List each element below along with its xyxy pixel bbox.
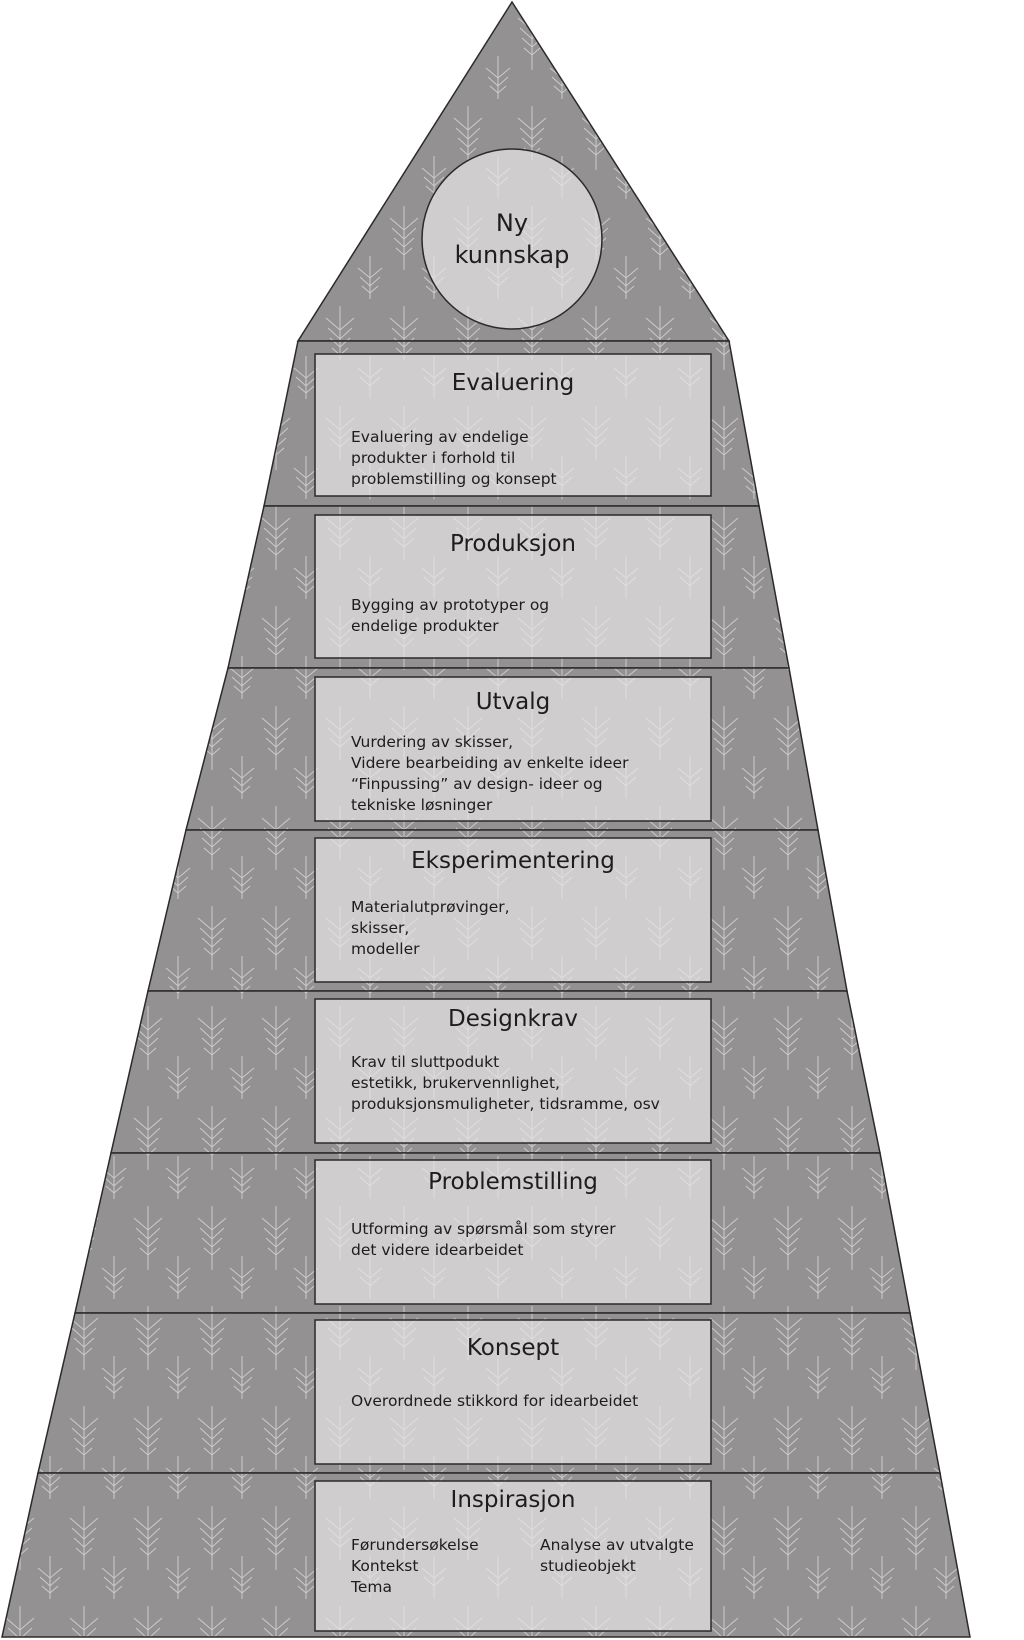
apex-label-line1: Ny (495, 209, 529, 237)
box-utvalg (314, 676, 712, 822)
level-description: Evaluering av endelige produkter i forho… (351, 427, 703, 490)
box-produksjon (314, 514, 712, 659)
box-designkrav (314, 998, 712, 1144)
description-line: produksjonsmuligheter, tidsramme, osv (351, 1095, 660, 1113)
description-line: estetikk, brukervennlighet, (351, 1074, 560, 1092)
description-line: Vurdering av skisser, (351, 733, 514, 751)
apex-circle (421, 148, 603, 330)
box-evaluering (314, 353, 712, 497)
level-title: Produksjon (449, 531, 576, 557)
description-line: tekniske løsninger (351, 796, 493, 814)
box-eksperimentering (314, 837, 712, 983)
description-line: Analyse av utvalgte (540, 1536, 694, 1554)
description-line: Evaluering av endelige (351, 428, 529, 446)
level-description: Overordnede stikkord for idearbeidet (351, 1391, 703, 1412)
description-line: Krav til sluttpodukt (351, 1053, 500, 1071)
description-line: studieobjekt (540, 1557, 636, 1575)
description-line: produkter i forhold til (351, 449, 516, 467)
level-designkrav: Designkrav Krav til sluttpodukt estetikk… (315, 999, 711, 1143)
level-inspirasjon: Inspirasjon Førundersøkelse Kontekst Tem… (315, 1481, 711, 1631)
description-line: Materialutprøvinger, (351, 898, 510, 916)
level-utvalg: Utvalg Vurdering av skisser, Videre bear… (315, 677, 711, 821)
level-title: Problemstilling (428, 1169, 598, 1195)
level-title: Eksperimentering (411, 848, 615, 874)
description-line: skisser, (351, 919, 410, 937)
level-description: Førundersøkelse Kontekst Tema (351, 1535, 511, 1598)
level-description: Krav til sluttpodukt estetikk, brukerven… (351, 1052, 703, 1115)
apex-label-line2: kunnskap (454, 241, 570, 269)
description-line: Bygging av prototyper og (351, 596, 550, 614)
level-problemstilling: Problemstilling Utforming av spørsmål so… (315, 1160, 711, 1304)
box-inspirasjon (314, 1480, 712, 1632)
level-description: Utforming av spørsmål som styrer det vid… (351, 1219, 703, 1261)
description-line: Videre bearbeiding av enkelte ideer (351, 754, 629, 772)
description-line: endelige produkter (351, 617, 499, 635)
level-description: Materialutprøvinger, skisser, modeller (351, 897, 703, 960)
description-line: Førundersøkelse (351, 1536, 479, 1554)
level-title: Inspirasjon (450, 1487, 576, 1513)
description-line: problemstilling og konsept (351, 470, 557, 488)
level-konsept: Konsept Overordnede stikkord for idearbe… (315, 1320, 711, 1464)
level-eksperimentering: Eksperimentering Materialutprøvinger, sk… (315, 838, 711, 982)
apex-label: Ny kunnskap (422, 149, 602, 329)
description-line: det videre idearbeidet (351, 1241, 524, 1259)
description-line: Overordnede stikkord for idearbeidet (351, 1392, 639, 1410)
level-description-right: Analyse av utvalgte studieobjekt (540, 1535, 703, 1577)
level-title: Evaluering (451, 370, 575, 396)
description-line: Tema (351, 1578, 392, 1596)
box-konsept (314, 1319, 712, 1465)
description-line: Utforming av spørsmål som styrer (351, 1220, 616, 1238)
level-evaluering: Evaluering Evaluering av endelige produk… (315, 354, 711, 496)
level-title: Utvalg (475, 689, 551, 715)
description-line: “Finpussing” av design- ideer og (351, 775, 603, 793)
level-title: Designkrav (448, 1006, 578, 1032)
level-produksjon: Produksjon Bygging av prototyper og ende… (315, 515, 711, 658)
level-description: Bygging av prototyper og endelige produk… (351, 595, 703, 637)
level-description: Vurdering av skisser, Videre bearbeiding… (351, 732, 703, 816)
description-line: modeller (351, 940, 420, 958)
box-problemstilling (314, 1159, 712, 1305)
description-line: Kontekst (351, 1557, 419, 1575)
level-title: Konsept (466, 1335, 560, 1361)
